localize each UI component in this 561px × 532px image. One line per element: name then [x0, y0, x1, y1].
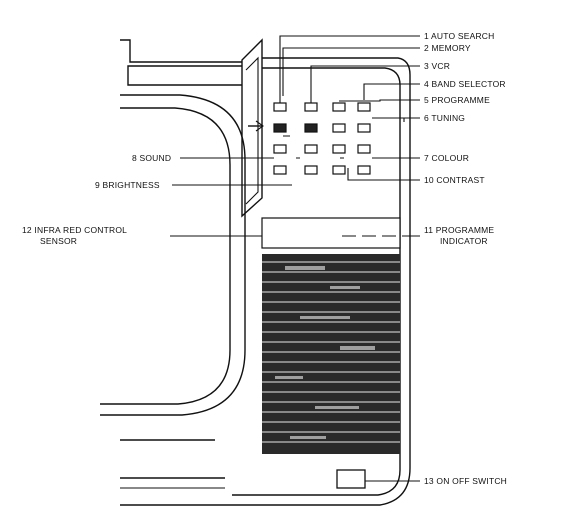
- btn-bright-up[interactable]: [304, 165, 318, 175]
- btn-vcr-2[interactable]: [304, 123, 318, 133]
- label-sound: 8 SOUND: [132, 153, 171, 163]
- btn-memory[interactable]: [273, 123, 287, 133]
- btn-tuning[interactable]: [357, 123, 371, 133]
- label-programme: 5 PROGRAMME: [424, 95, 490, 105]
- label-auto-search: 1 AUTO SEARCH: [424, 31, 494, 41]
- callout-labels: 1 AUTO SEARCH 2 MEMORY 3 VCR 4 BAND SELE…: [22, 31, 507, 486]
- label-on-off-switch: 13 ON OFF SWITCH: [424, 476, 507, 486]
- label-tuning: 6 TUNING: [424, 113, 465, 123]
- hinged-flap: [241, 38, 264, 218]
- btn-prog-down[interactable]: [332, 123, 346, 133]
- label-vcr: 3 VCR: [424, 61, 450, 71]
- label-band-selector: 4 BAND SELECTOR: [424, 79, 506, 89]
- label-contrast: 10 CONTRAST: [424, 175, 485, 185]
- on-off-switch[interactable]: [336, 469, 366, 489]
- speaker-grille: [262, 254, 400, 454]
- btn-vcr[interactable]: [304, 102, 318, 112]
- leader-lines: [170, 35, 420, 482]
- label-programme-indicator-1: 11 PROGRAMME: [424, 225, 494, 235]
- btn-sound-down[interactable]: [273, 144, 287, 154]
- btn-auto-search[interactable]: [273, 102, 287, 112]
- btn-sound-up[interactable]: [304, 144, 318, 154]
- btn-bright-down[interactable]: [273, 165, 287, 175]
- label-memory: 2 MEMORY: [424, 43, 471, 53]
- btn-prog-up[interactable]: [332, 102, 346, 112]
- btn-band[interactable]: [357, 102, 371, 112]
- btn-contrast-down[interactable]: [332, 165, 346, 175]
- label-brightness: 9 BRIGHTNESS: [95, 180, 160, 190]
- btn-contrast-up[interactable]: [357, 165, 371, 175]
- btn-colour-up[interactable]: [357, 144, 371, 154]
- infra-red-sensor-window: [261, 217, 401, 249]
- label-colour: 7 COLOUR: [424, 153, 469, 163]
- label-infra-red-sensor-1: 12 INFRA RED CONTROL: [22, 225, 127, 235]
- button-panel: [273, 102, 371, 175]
- tv-cabinet: [100, 39, 246, 506]
- label-infra-red-sensor-2: SENSOR: [40, 236, 77, 246]
- btn-colour-down[interactable]: [332, 144, 346, 154]
- label-programme-indicator-2: INDICATOR: [440, 236, 488, 246]
